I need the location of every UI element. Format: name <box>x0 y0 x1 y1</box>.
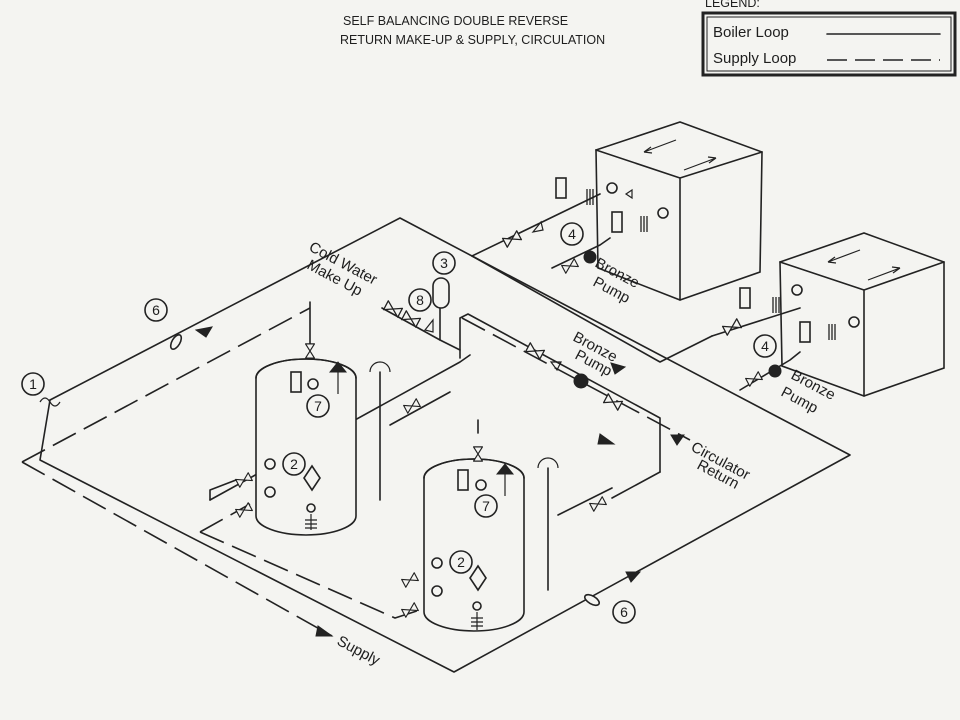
title-line-2: RETURN MAKE-UP & SUPPLY, CIRCULATION <box>340 33 605 47</box>
callout-1: 1 <box>21 372 45 396</box>
callout-8: 8 <box>408 288 432 312</box>
callout-7-tank-1: 7 <box>306 394 330 418</box>
callout-4-boiler-2: 4 <box>753 334 777 358</box>
callout-6-top: 6 <box>144 298 168 322</box>
storage-tank-2 <box>423 458 525 632</box>
title-line-1: SELF BALANCING DOUBLE REVERSE <box>343 14 568 28</box>
svg-text:6: 6 <box>152 302 160 318</box>
svg-text:1: 1 <box>29 376 37 392</box>
callout-4-boiler-1: 4 <box>560 222 584 246</box>
circulator-pump <box>573 373 589 389</box>
pump-b2 <box>768 364 782 378</box>
pump-b1 <box>583 250 597 264</box>
svg-text:4: 4 <box>761 338 769 354</box>
callout-3: 3 <box>432 251 456 275</box>
supply-label: Supply <box>334 633 383 670</box>
boiler-2 <box>779 232 945 397</box>
callout-2-tank-2: 2 <box>449 550 473 574</box>
callout-7-tank-2: 7 <box>474 494 498 518</box>
expansion-tank <box>432 277 450 309</box>
boiler-1 <box>595 121 763 301</box>
diagram-title: SELF BALANCING DOUBLE REVERSE RETURN MAK… <box>340 14 605 47</box>
callouts: 1 2 2 3 4 4 6 6 7 7 8 <box>21 222 777 624</box>
legend-boiler-loop-label: Boiler Loop <box>713 24 789 41</box>
flow-arrows <box>194 326 685 637</box>
svg-text:7: 7 <box>314 398 322 414</box>
legend-box <box>701 11 957 77</box>
legend: LEGEND: Boiler Loop Supply Loop <box>701 0 957 77</box>
storage-tank-1 <box>255 358 357 536</box>
valves-and-fittings <box>39 177 860 630</box>
svg-text:7: 7 <box>482 498 490 514</box>
svg-text:4: 4 <box>568 226 576 242</box>
legend-supply-loop-label: Supply Loop <box>713 50 796 67</box>
svg-text:2: 2 <box>457 554 465 570</box>
callout-6-bottom: 6 <box>612 600 636 624</box>
svg-text:6: 6 <box>620 604 628 620</box>
svg-text:8: 8 <box>416 292 424 308</box>
thermometer-b1 <box>555 177 567 199</box>
legend-heading: LEGEND: <box>705 0 760 10</box>
svg-text:2: 2 <box>290 456 298 472</box>
svg-text:3: 3 <box>440 255 448 271</box>
pipe-labels: Cold Water Make Up Bronze Pump Bronze Pu… <box>304 239 838 670</box>
callout-2-tank-1: 2 <box>282 452 306 476</box>
